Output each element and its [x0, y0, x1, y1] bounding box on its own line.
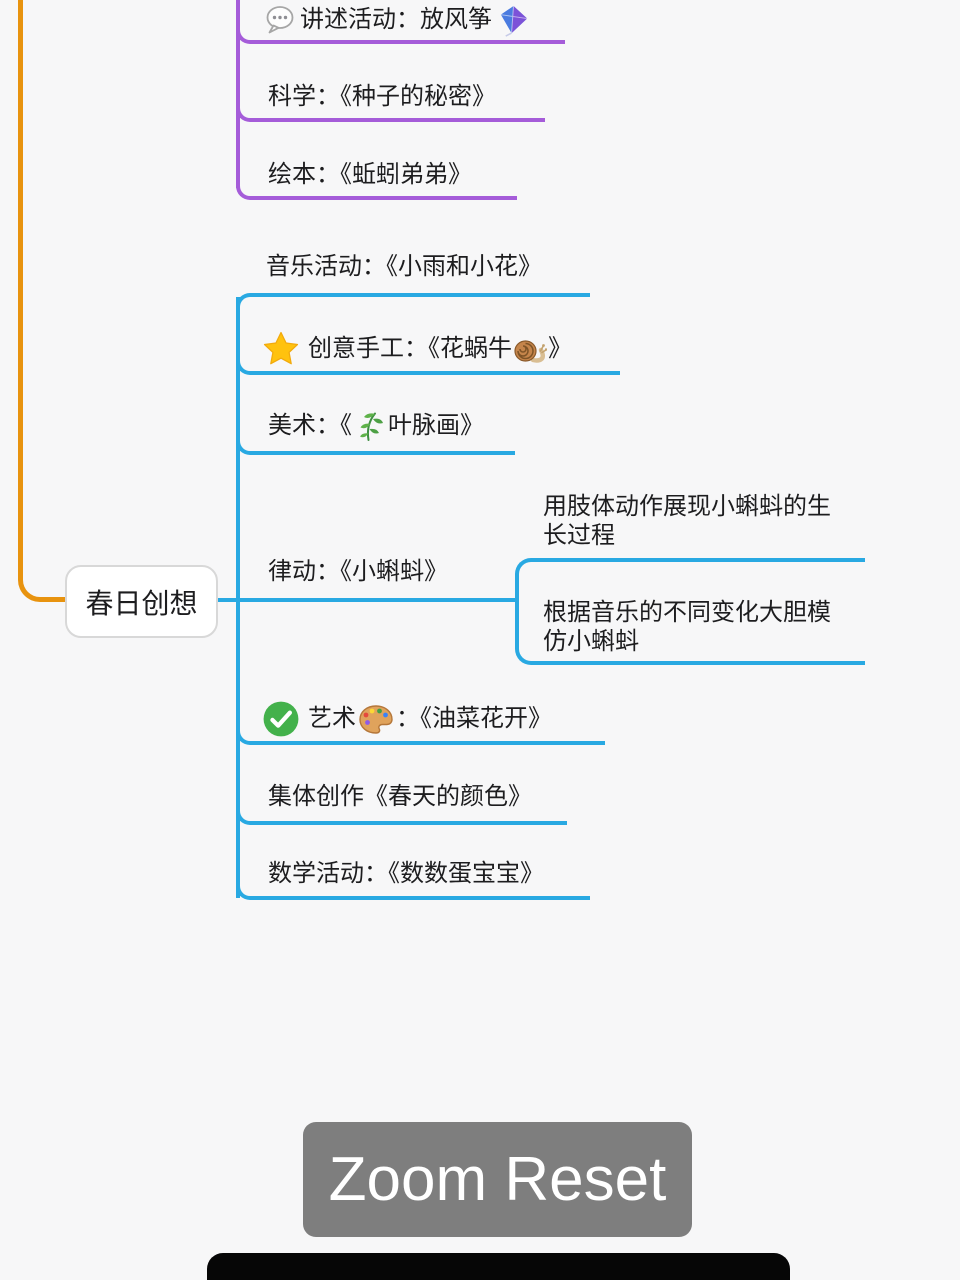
blue-branch-underline [236, 725, 605, 745]
topic-label: 艺术 [308, 705, 356, 732]
root-node[interactable]: 春日创想 [65, 565, 218, 638]
topic-label: 美术：《 [268, 412, 352, 439]
topic-picture-book[interactable]: 绘本：《蚯蚓弟弟》 [268, 157, 472, 193]
bottom-bar [207, 1253, 790, 1280]
topic-label: 科学：《种子的秘密》 [268, 83, 496, 110]
topic-group-creation[interactable]: 集体创作《春天的颜色》 [268, 777, 532, 817]
purple-branch-underline [236, 24, 565, 44]
topic-label: 律动：《小蝌蚪》 [268, 558, 448, 585]
blue-branch-trunk [236, 297, 240, 898]
blue-branch-underline [236, 293, 590, 313]
kite-icon [497, 4, 530, 37]
topic-label: 绘本：《蚯蚓弟弟》 [268, 161, 472, 188]
blue-branch-underline [236, 805, 567, 825]
topic-label: 创意手工：《花蜗牛 [308, 335, 512, 362]
purple-branch-trunk [236, 0, 240, 188]
palette-icon [358, 704, 394, 735]
speech-balloon-icon [264, 4, 296, 36]
rhythm-branch-line [218, 598, 518, 602]
blue-branch-underline [236, 435, 515, 455]
topic-telling-activity[interactable]: 讲述活动：放风筝 [264, 2, 530, 38]
blue-branch-underline [236, 355, 620, 375]
topic-label: 集体创作《春天的颜色》 [268, 783, 532, 810]
topic-rhythm[interactable]: 律动：《小蝌蚪》 [268, 552, 448, 592]
subtopic-rhythm-note-1[interactable]: 用肢体动作展现小蝌蚪的生长过程 [543, 493, 831, 549]
topic-science[interactable]: 科学：《种子的秘密》 [268, 79, 496, 115]
topic-music-activity[interactable]: 音乐活动：《小雨和小花》 [266, 249, 542, 285]
topic-label: 叶脉画》 [388, 412, 484, 439]
topic-creative-craft[interactable]: 创意手工：《花蜗牛 》 [262, 329, 572, 369]
blue-branch-underline [236, 880, 590, 900]
zoom-reset-button[interactable]: Zoom Reset [303, 1122, 692, 1237]
snail-icon [513, 334, 547, 364]
topic-label: 数学活动：《数数蛋宝宝》 [268, 860, 544, 887]
purple-branch-underline [236, 180, 517, 200]
root-node-label: 春日创想 [85, 587, 198, 619]
root-branch-line [18, 0, 65, 602]
topic-label: ：《油菜花开》 [396, 705, 552, 732]
purple-branch-underline [236, 102, 545, 122]
topic-label: 讲述活动：放风筝 [300, 6, 492, 33]
rhythm-children-bracket [515, 558, 865, 665]
subtopic-rhythm-note-2[interactable]: 根据音乐的不同变化大胆模仿小蝌蚪 [543, 599, 831, 655]
topic-art[interactable]: 艺术 ：《油菜花开》 [262, 699, 552, 739]
topic-fine-art[interactable]: 美术：《 叶脉画》 [268, 406, 484, 446]
herb-icon [354, 410, 386, 442]
star-icon [262, 330, 300, 368]
topic-label: 音乐活动：《小雨和小花》 [266, 253, 542, 280]
topic-label: 》 [548, 335, 572, 362]
topic-math-activity[interactable]: 数学活动：《数数蛋宝宝》 [268, 854, 544, 894]
check-badge-icon [262, 700, 300, 738]
